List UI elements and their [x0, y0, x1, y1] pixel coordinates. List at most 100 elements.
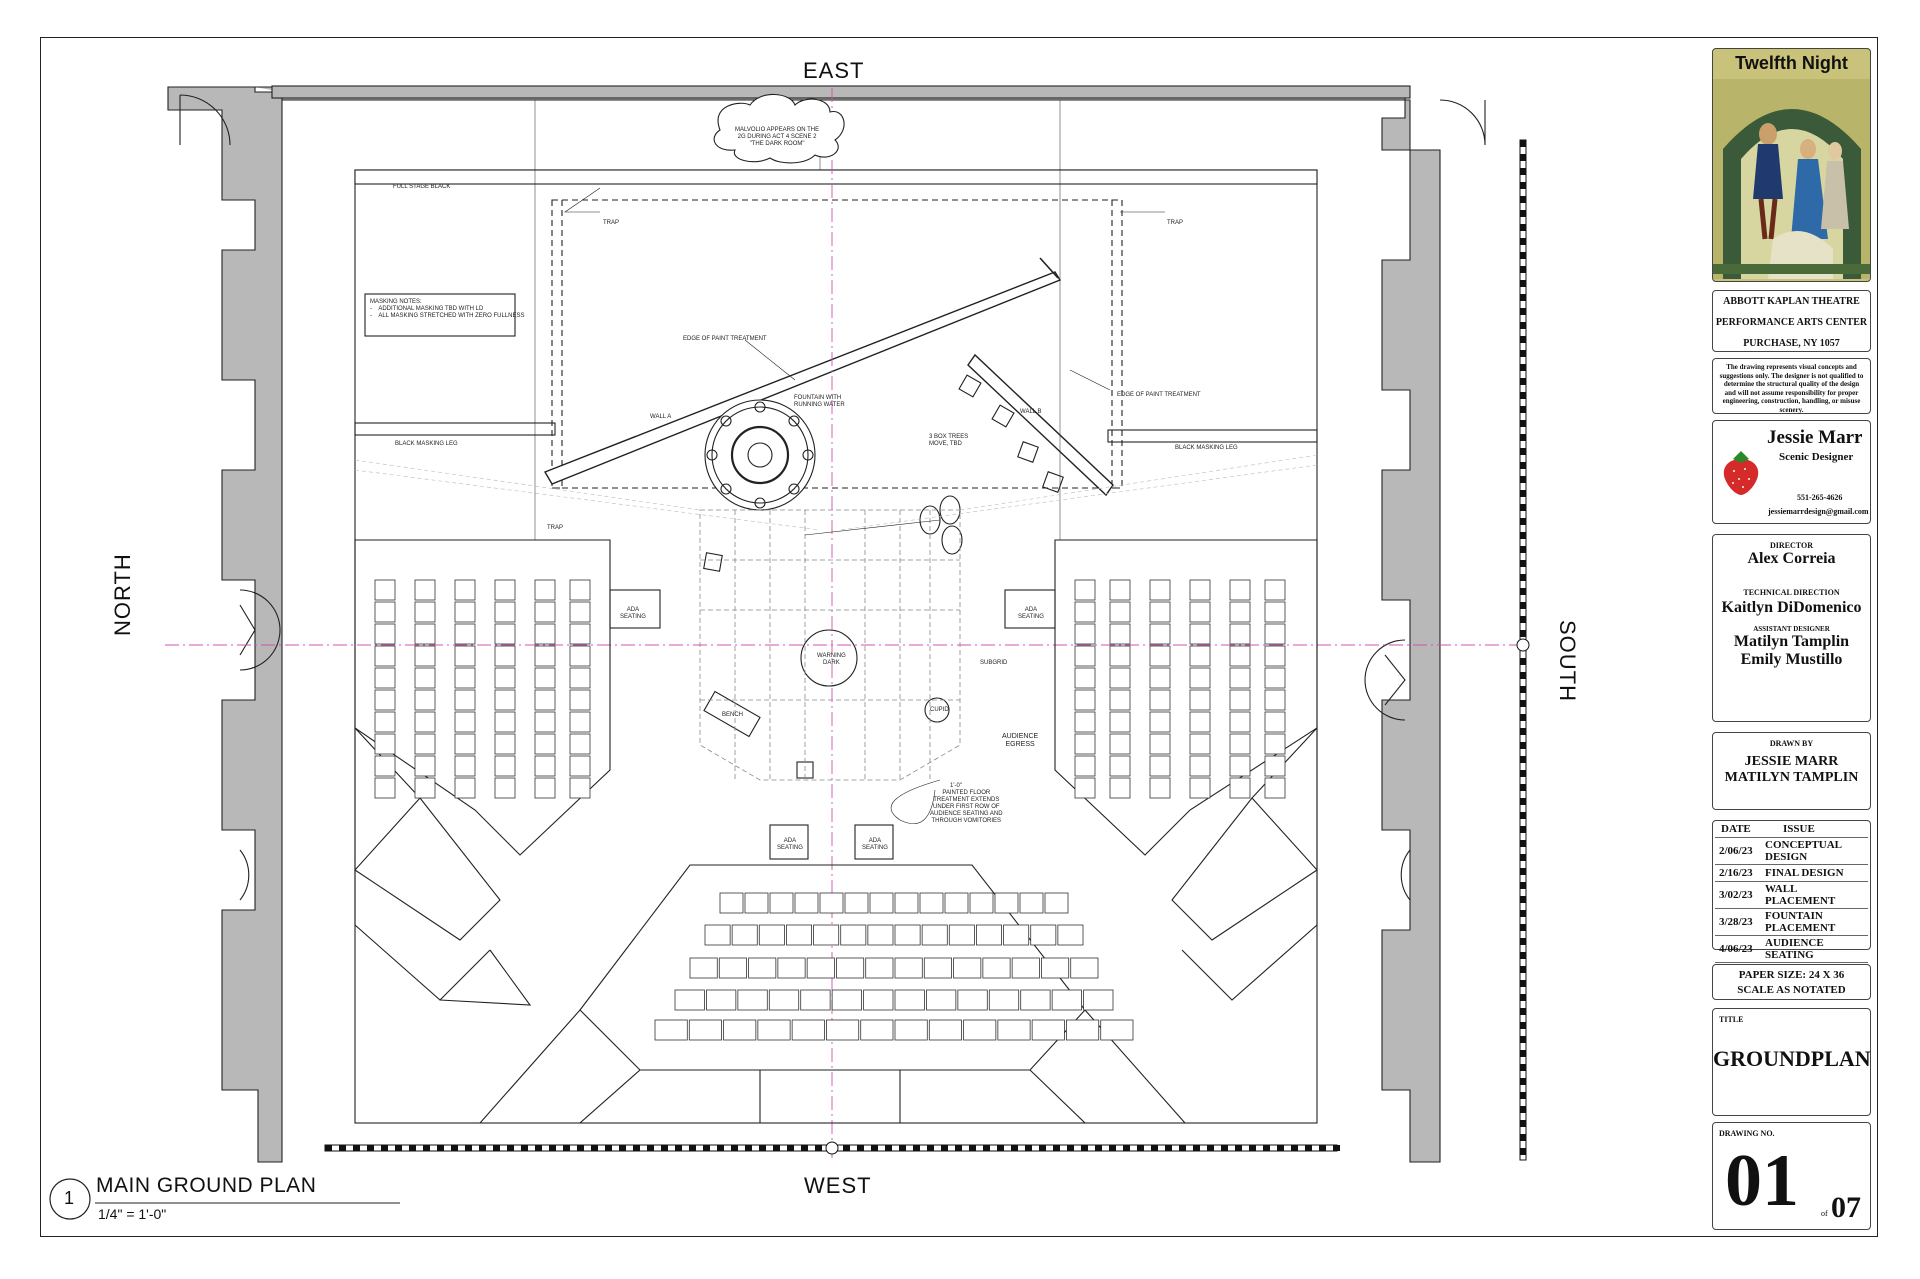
south-door-bot: [1400, 849, 1411, 901]
scale-tick: [1520, 882, 1526, 889]
scale-tick: [1520, 924, 1526, 931]
seat: [1264, 711, 1286, 733]
drawing-number: 01: [1725, 1140, 1799, 1222]
seat: [569, 777, 591, 799]
scale-tick: [395, 1145, 402, 1151]
seat: [454, 623, 476, 645]
scale-tick: [1520, 602, 1526, 609]
trap-label-right: TRAP: [1167, 220, 1184, 226]
seat: [923, 957, 952, 979]
scale-tick: [1520, 616, 1526, 623]
seat: [1264, 623, 1286, 645]
cupid-label: CUPID: [930, 707, 949, 713]
scale-tick: [1520, 1092, 1526, 1099]
wall-b: [967, 353, 1114, 497]
director-name: Alex Correia: [1747, 550, 1836, 567]
compass-east: EAST: [803, 58, 865, 83]
seat: [1074, 689, 1096, 711]
scale-tick: [1520, 812, 1526, 819]
scale-tick: [1520, 462, 1526, 469]
seat: [786, 924, 812, 946]
scale-tick: [1165, 1145, 1172, 1151]
scale-tick: [1039, 1145, 1046, 1151]
box-tree-2: [991, 404, 1015, 428]
seat: [569, 711, 591, 733]
scale-tick: [661, 1145, 668, 1151]
disclaimer-text: The drawing represents visual concepts a…: [1719, 363, 1864, 414]
scale-tick: [605, 1145, 612, 1151]
scale-tick: [983, 1145, 990, 1151]
paper-size-box: PAPER SIZE: 24 X 36 SCALE AS NOTATED: [1712, 964, 1871, 1000]
credits-box: DIRECTOR Alex Correia TECHNICAL DIRECTIO…: [1712, 534, 1871, 722]
scale-tick: [787, 1145, 794, 1151]
box-tree-5: [703, 552, 723, 572]
scale-tick: [325, 1145, 332, 1151]
seat: [1070, 957, 1099, 979]
scale-tick: [1277, 1145, 1284, 1151]
scale-tick: [409, 1145, 416, 1151]
scale-tick: [423, 1145, 430, 1151]
seat: [1109, 623, 1131, 645]
scale-tick: [1520, 588, 1526, 595]
seat: [1189, 755, 1211, 777]
seat: [748, 957, 777, 979]
masking-notes: MASKING NOTES: - ADDITIONAL MASKING TBD …: [370, 299, 525, 319]
venue-box: ABBOTT KAPLAN THEATRE PERFORMANCE ARTS C…: [1712, 290, 1871, 352]
paper-size: PAPER SIZE: 24 X 36: [1738, 969, 1845, 981]
seat: [454, 755, 476, 777]
subgrid: [699, 509, 961, 781]
seat: [1149, 689, 1171, 711]
issue-date-header: DATE: [1715, 821, 1761, 838]
seat: [494, 733, 516, 755]
full-stage-black: [354, 169, 1318, 185]
drawn-by-1: JESSIE MARR: [1744, 754, 1839, 769]
seat: [1109, 579, 1131, 601]
drawing-of-label: of: [1821, 1209, 1828, 1218]
seat: [454, 711, 476, 733]
drawn-by-box: DRAWN BY JESSIE MARR MATILYN TAMPLIN: [1712, 732, 1871, 810]
seat: [414, 711, 436, 733]
seat: [688, 1019, 722, 1041]
director-label: DIRECTOR: [1770, 541, 1813, 550]
seat: [414, 623, 436, 645]
seat: [1074, 733, 1096, 755]
seat: [534, 711, 556, 733]
scale-tick: [1520, 224, 1526, 231]
scale-tick: [549, 1145, 556, 1151]
scale-tick: [521, 1145, 528, 1151]
seat: [1083, 989, 1114, 1011]
scale-tick: [759, 1145, 766, 1151]
scale-tick: [1025, 1145, 1032, 1151]
north-door-top: [179, 94, 231, 146]
title-box: TITLE GROUNDPLAN: [1712, 1008, 1871, 1116]
seat: [894, 892, 919, 914]
scale-tick: [1520, 798, 1526, 805]
scale-tick: [703, 1145, 710, 1151]
scale-tick: [815, 1145, 822, 1151]
seat: [1109, 777, 1131, 799]
designer-box: Jessie Marr Scenic Designer 551-265-4626…: [1712, 420, 1871, 524]
seat: [926, 989, 957, 1011]
scale-tick: [857, 1145, 864, 1151]
seat: [826, 1019, 860, 1041]
scale-tick: [1520, 168, 1526, 175]
scale-tick: [843, 1145, 850, 1151]
scale-tick: [1305, 1145, 1312, 1151]
seat: [1044, 892, 1069, 914]
scale-tick: [507, 1145, 514, 1151]
seat: [894, 924, 921, 946]
ada-label-left: ADA SEATING: [620, 607, 646, 620]
scale-tick: [1520, 672, 1526, 679]
seat: [569, 645, 591, 667]
seat: [1149, 579, 1171, 601]
show-title: Twelfth Night: [1735, 53, 1848, 73]
scale-tick: [1520, 994, 1526, 1001]
ad-label: ASSISTANT DESIGNER: [1753, 625, 1830, 633]
scale-tick: [1123, 1145, 1130, 1151]
seat: [569, 755, 591, 777]
scale-tick: [1520, 392, 1526, 399]
scale-tick: [1520, 896, 1526, 903]
seat: [1264, 667, 1286, 689]
ada-label-west-right: ADA SEATING: [862, 838, 888, 851]
